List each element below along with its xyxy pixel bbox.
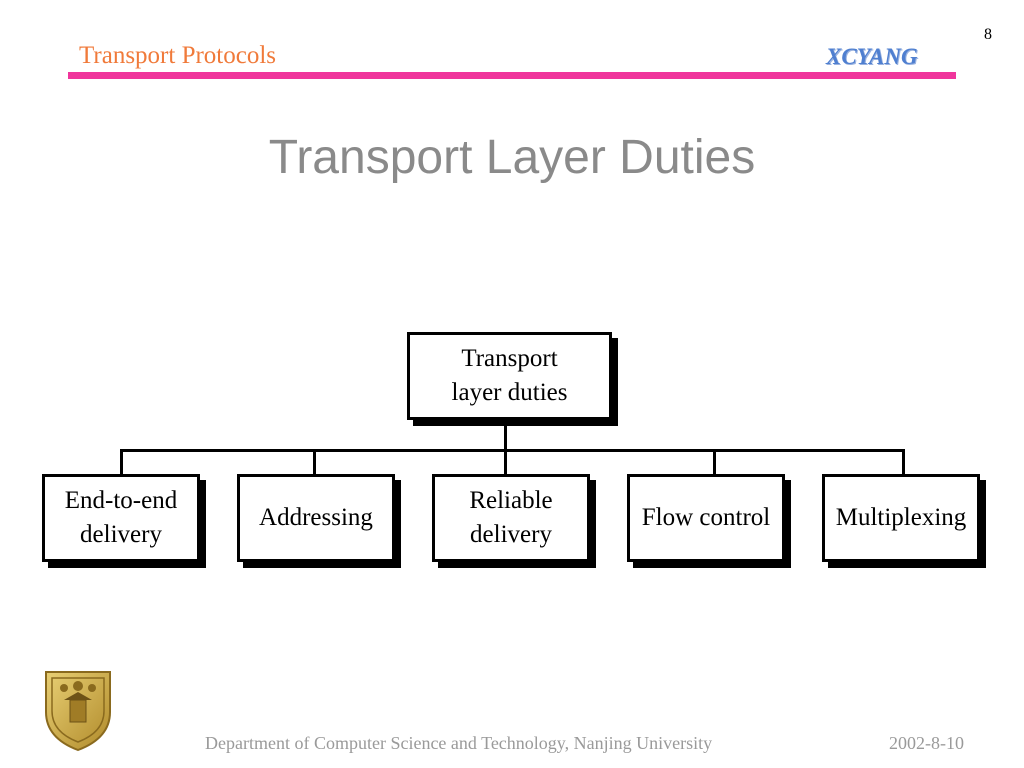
header-title: Transport Protocols — [79, 42, 277, 69]
duty-node-addressing: Addressing — [237, 474, 395, 562]
duty-node-end-to-end-delivery: End-to-end delivery — [42, 474, 200, 562]
child-connector — [713, 449, 716, 476]
slide-title: Transport Layer Duties — [268, 131, 756, 184]
duty-node-reliable-delivery: Reliable delivery — [432, 474, 590, 562]
page-number: 8 — [984, 26, 992, 43]
university-crest-icon — [42, 666, 114, 752]
horizontal-connector — [120, 449, 905, 452]
child-connector — [504, 449, 507, 476]
duty-node-multiplexing: Multiplexing — [822, 474, 980, 562]
root-node: Transport layer duties — [407, 332, 612, 420]
brand-logo: XCYANG — [826, 44, 918, 69]
child-connector — [902, 449, 905, 476]
footer-department: Department of Computer Science and Techn… — [205, 733, 713, 753]
root-connector — [504, 420, 507, 452]
child-connector — [313, 449, 316, 476]
header-divider — [68, 72, 956, 79]
footer-date: 2002-8-10 — [889, 733, 964, 753]
duty-node-flow-control: Flow control — [627, 474, 785, 562]
child-connector — [120, 449, 123, 476]
